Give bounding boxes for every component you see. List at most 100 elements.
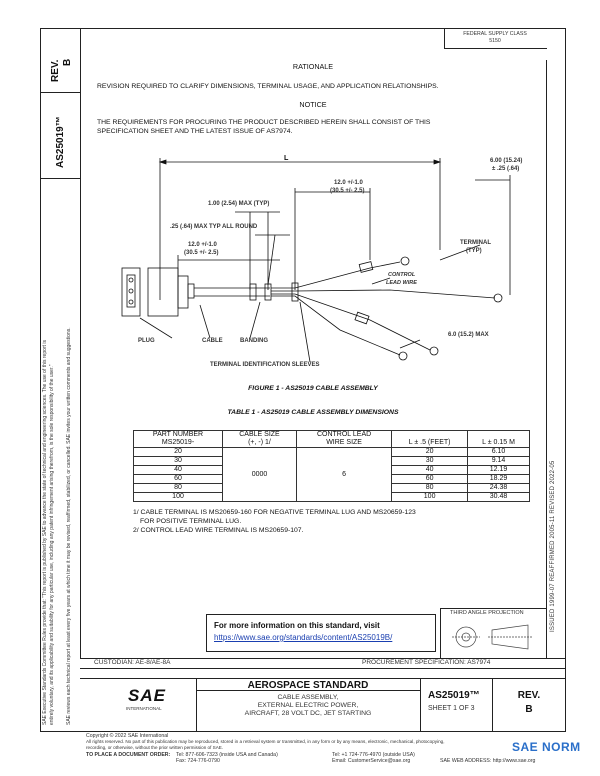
left-margin-line3: SAE reviews each technical report at lea… — [66, 327, 72, 725]
bottom-rev-value: B — [525, 704, 533, 715]
label-sleeves: TERMINAL IDENTIFICATION SLEEVES — [210, 362, 320, 368]
label-banding: BANDING — [240, 338, 268, 344]
rev-value-vertical: B — [62, 58, 73, 66]
projection-label: THIRD ANGLE PROJECTION — [450, 610, 524, 616]
rationale-text: REVISION REQUIRED TO CLARIFY DIMENSIONS,… — [97, 83, 439, 90]
projection-symbol-icon — [452, 624, 532, 650]
order-label: TO PLACE A DOCUMENT ORDER: — [86, 752, 171, 758]
watermark-logo: SAE NORM — [512, 740, 581, 754]
dim-600-line1: 6.00 (15.24) — [490, 158, 523, 164]
table-row: 100 100 30.48 — [132, 492, 530, 502]
title-block-divider-2 — [420, 678, 421, 732]
projection-box — [440, 608, 547, 659]
notice-text-line1: THE REQUIREMENTS FOR PROCURING THE PRODU… — [97, 119, 431, 126]
left-margin-line1: SAE Executive Standards Committee Rules … — [42, 340, 48, 725]
custodian-bottom-rule — [80, 668, 566, 669]
label-terminal-line2: (TYP) — [466, 248, 482, 254]
sae-logo-sub: INTERNATIONAL — [126, 706, 162, 711]
dim-120b-line1: 12.0 +/-1.0 — [188, 242, 217, 248]
standard-title: AEROSPACE STANDARD — [247, 680, 369, 691]
info-box-text: For more information on this standard, v… — [214, 621, 380, 630]
cell-part: 80 — [132, 483, 224, 493]
footnote-2: 2/ CONTROL LEAD WIRE TERMINAL IS MS20659… — [133, 527, 304, 534]
copyright-line2: All rights reserved. No part of this pub… — [86, 739, 445, 744]
dim-120b-line2: (30.5 +/- 2.5) — [184, 250, 219, 256]
rev-label-vertical: REV. — [50, 59, 61, 82]
supply-class-line2: 5150 — [489, 38, 501, 44]
supply-class-line1: FEDERAL SUPPLY CLASS — [463, 31, 527, 37]
desc-line2: EXTERNAL ELECTRIC POWER, — [257, 702, 359, 709]
desc-line3: AIRCRAFT, 28 VOLT DC, JET STARTING — [244, 710, 372, 717]
cell-meters: 18.29 — [467, 474, 530, 484]
cell-part: 30 — [132, 456, 224, 466]
notice-text-line2: SPECIFICATION SHEET AND THE LATEST ISSUE… — [97, 128, 293, 135]
figure-caption: FIGURE 1 - AS25019 CABLE ASSEMBLY — [248, 385, 378, 392]
notice-title: NOTICE — [299, 100, 327, 109]
label-control-line2: LEAD WIRE — [386, 280, 417, 286]
dim-120a-line1: 12.0 +/-1.0 — [334, 180, 363, 186]
cell-meters: 9.14 — [467, 456, 530, 466]
dim-120a-line2: (30.5 +/- 2.5) — [330, 188, 365, 194]
th-meters: L ± 0.15 M — [467, 430, 530, 448]
desc-line1: CABLE ASSEMBLY, — [277, 694, 339, 701]
cell-feet: 20 — [391, 447, 469, 457]
title-block-top — [80, 678, 566, 679]
dim-100: 1.00 (2.54) MAX (TYP) — [208, 201, 270, 207]
dim-600-line2: ± .25 (.64) — [492, 166, 520, 172]
order-tel1: Tel: 877-606-7323 (inside USA and Canada… — [176, 752, 278, 758]
docnum-box-bottom — [40, 178, 80, 179]
title-block-divider-3 — [492, 678, 493, 732]
table-caption: TABLE 1 - AS25019 CABLE ASSEMBLY DIMENSI… — [227, 409, 399, 416]
dim-L: L — [284, 153, 289, 162]
order-fax: Fax: 724-776-0790 — [176, 758, 220, 764]
cell-cable-size: 0000 — [222, 447, 297, 502]
cell-part: 20 — [132, 447, 224, 457]
standard-link[interactable]: https://www.sae.org/standards/content/AS… — [214, 633, 393, 642]
cell-feet: 80 — [391, 483, 469, 493]
custodian-text: CUSTODIAN: AE-8/AE-8A — [94, 659, 171, 666]
cell-meters: 30.48 — [467, 492, 530, 502]
cell-meters: 24.38 — [467, 483, 530, 493]
procurement-text: PROCUREMENT SPECIFICATION: AS7974 — [362, 659, 491, 666]
th-feet: L ± .5 (FEET) — [391, 430, 469, 448]
title-block-divider-1 — [196, 678, 197, 732]
bottom-doc-number: AS25019™ — [428, 690, 480, 701]
left-margin-line2: entirely voluntary, and its applicabilit… — [49, 364, 55, 725]
cell-part: 100 — [132, 492, 224, 502]
cell-meters: 6.10 — [467, 447, 530, 457]
cable-assembly-figure — [121, 158, 511, 363]
info-box — [206, 614, 436, 652]
bottom-rev-label: REV. — [517, 690, 541, 701]
label-plug: PLUG — [138, 338, 155, 344]
cell-feet: 100 — [391, 492, 469, 502]
copyright-line3: recording, or otherwise, without the pri… — [86, 745, 224, 750]
left-column-divider — [80, 28, 81, 658]
supply-class-box — [444, 28, 547, 49]
footnote-1-line1: 1/ CABLE TERMINAL IS MS20659-160 FOR NEG… — [133, 509, 416, 516]
sae-logo: SAE — [128, 686, 166, 705]
title-subrule — [196, 690, 420, 691]
sheet-number: SHEET 1 OF 3 — [428, 705, 475, 712]
cell-feet: 60 — [391, 474, 469, 484]
issue-dates-vertical: ISSUED 1999-07 REAFFIRMED 2005-11 REVISE… — [550, 460, 556, 632]
footnote-1-line2: FOR POSITIVE TERMINAL LUG. — [140, 518, 242, 525]
rev-box-bottom — [40, 92, 80, 93]
th-cable: CABLE SIZE(+, -) 1/ — [222, 430, 297, 448]
label-cable: CABLE — [202, 338, 223, 344]
label-control-line1: CONTROL — [388, 272, 416, 278]
page-frame — [40, 28, 566, 732]
cell-part: 40 — [132, 465, 224, 475]
cell-feet: 30 — [391, 456, 469, 466]
dim-25: .25 (.64) MAX TYP ALL ROUND — [170, 224, 258, 230]
copyright-line1: Copyright © 2022 SAE International — [86, 733, 169, 739]
custodian-top-rule — [80, 658, 566, 659]
table-row: 20 0000 6 20 6.10 — [132, 447, 530, 502]
cell-control-wire: 6 — [295, 447, 393, 502]
rationale-title: RATIONALE — [292, 62, 334, 71]
cell-part: 60 — [132, 474, 224, 484]
sae-web-address: SAE WEB ADDRESS: http://www.sae.org — [440, 758, 536, 764]
